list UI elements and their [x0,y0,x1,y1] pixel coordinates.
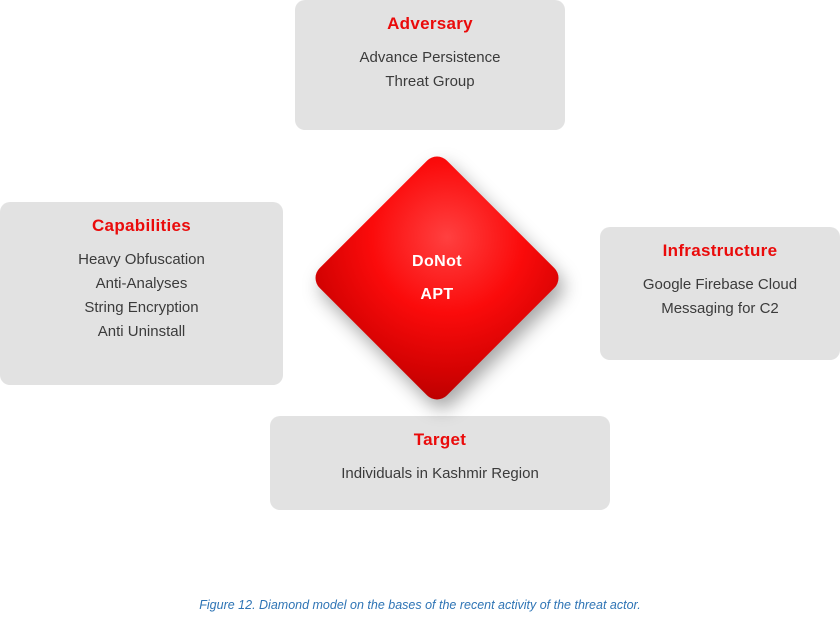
capabilities-line: String Encryption [84,299,199,316]
figure-caption: Figure 12. Diamond model on the bases of… [199,598,641,612]
adversary-line: Threat Group [385,73,475,90]
diamond-label: DoNot APT [347,188,527,368]
adversary-node: Adversary Advance Persistence Threat Gro… [295,0,565,130]
capabilities-line: Heavy Obfuscation [78,251,205,268]
infrastructure-title: Infrastructure [662,241,778,260]
infrastructure-node: Infrastructure Google Firebase Cloud Mes… [600,227,840,360]
diamond-label-line2: APT [420,285,454,303]
target-title: Target [413,430,467,449]
capabilities-title: Capabilities [91,216,192,235]
adversary-line: Advance Persistence [359,49,501,66]
infrastructure-line: Messaging for C2 [661,300,779,317]
target-line: Individuals in Kashmir Region [341,465,539,482]
adversary-title: Adversary [387,14,473,33]
diamond-label-line1: DoNot [412,252,462,270]
capabilities-line: Anti Uninstall [97,323,186,340]
target-node: Target Individuals in Kashmir Region [270,416,610,510]
capabilities-node: Capabilities Heavy Obfuscation Anti-Anal… [0,202,283,385]
infrastructure-line: Google Firebase Cloud [642,276,798,293]
capabilities-line: Anti-Analyses [95,275,188,292]
